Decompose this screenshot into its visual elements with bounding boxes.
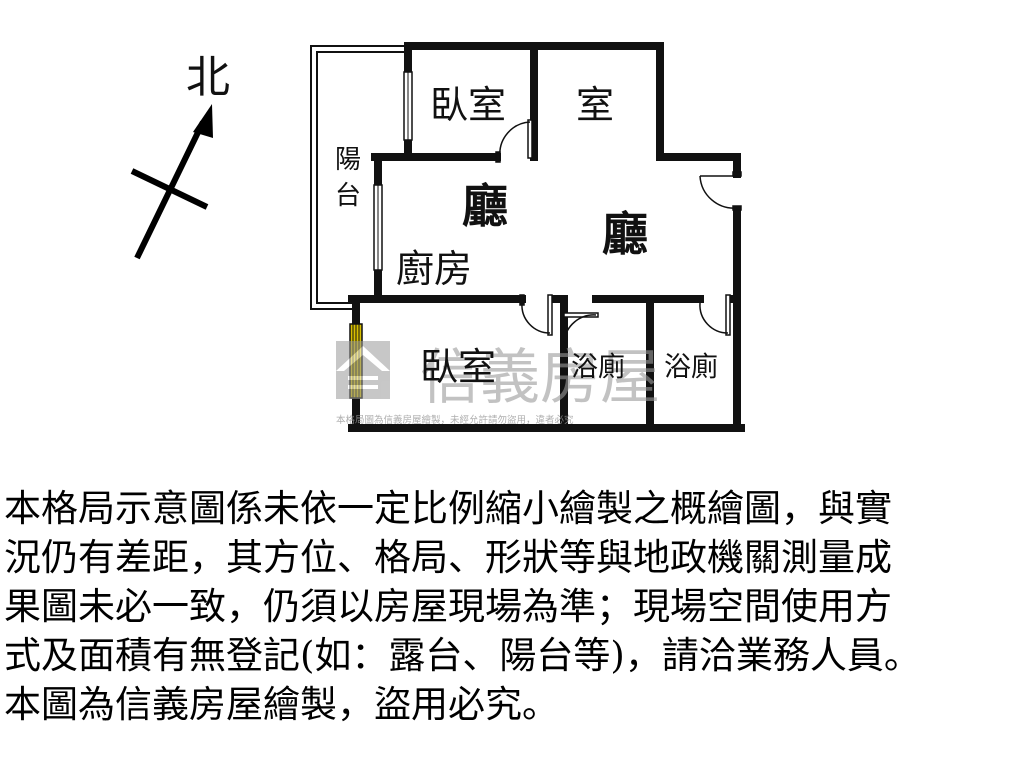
walls (348, 42, 745, 432)
label-bathroom-2: 浴廁 (664, 352, 718, 383)
floor-plan: 北 (130, 42, 745, 432)
balcony-outline (310, 45, 408, 310)
door-top-bedroom (495, 119, 533, 163)
north-compass: 北 (130, 52, 230, 260)
disclaimer-line: 果圖未必一致，仍須以房屋現場為準；現場空間使用方 (4, 585, 892, 628)
door-bottom-bedroom (519, 294, 553, 336)
compass-arrow-head (193, 104, 213, 138)
label-room-top-right: 室 (576, 83, 614, 127)
label-living-left: 廳 (462, 179, 508, 233)
label-kitchen: 廚房 (396, 247, 472, 291)
disclaimer-text: 本格局示意圖係未依一定比例縮小繪製之概繪圖，與實 況仍有差距，其方位、格局、形狀… (4, 484, 1020, 729)
watermark: 信義房屋 本格局圖為信義房屋繪製，未經允許請勿盜用，違者必究 (336, 341, 660, 426)
label-bathroom-1: 浴廁 (571, 352, 625, 383)
disclaimer-line: 式及面積有無登記(如：露台、陽台等)，請洽業務人員。 (4, 634, 921, 677)
door-bathroom-1 (563, 312, 599, 343)
label-living-right: 廳 (602, 207, 648, 261)
north-label: 北 (186, 52, 230, 103)
watermark-brand: 信義房屋 (420, 343, 660, 413)
label-balcony-1: 陽 (335, 145, 361, 175)
watermark-logo-icon (336, 341, 390, 399)
disclaimer-line: 本圖為信義房屋繪製，盜用必究。 (4, 683, 559, 726)
door-entrance (699, 171, 742, 211)
watermark-notice: 本格局圖為信義房屋繪製，未經允許請勿盜用，違者必究 (336, 414, 574, 426)
disclaimer-line: 況仍有差距，其方位、格局、形狀等與地政機關測量成 (4, 536, 892, 579)
label-bedroom-bottom: 臥室 (420, 345, 496, 389)
disclaimer-line: 本格局示意圖係未依一定比例縮小繪製之概繪圖，與實 (4, 487, 892, 530)
label-balcony-2: 台 (335, 181, 361, 211)
compass-crossbar (130, 168, 209, 210)
label-bedroom-top: 臥室 (430, 83, 506, 127)
doors (495, 119, 742, 343)
door-bathroom-2 (699, 294, 731, 336)
